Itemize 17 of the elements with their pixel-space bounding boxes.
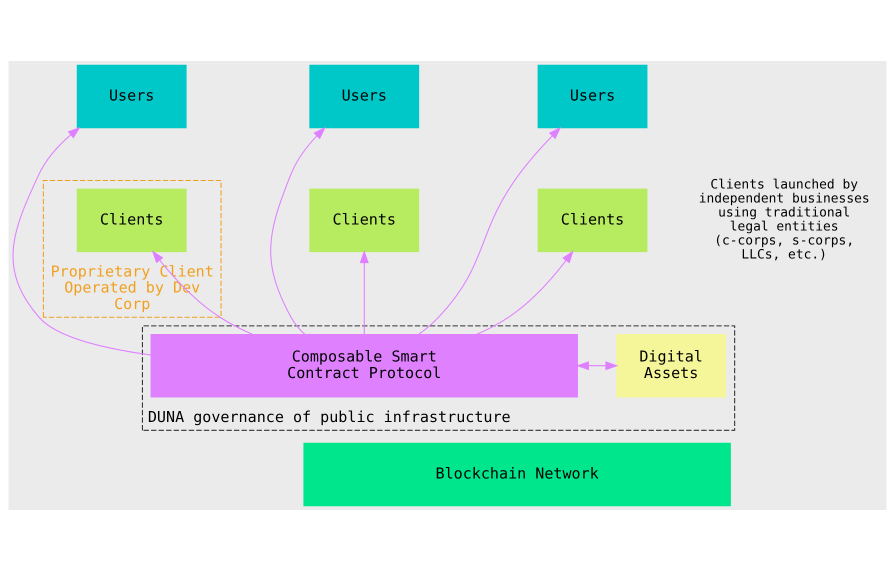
arrow xyxy=(576,360,618,370)
arrow xyxy=(12,126,151,355)
node-box: Blockchain Network xyxy=(303,442,731,506)
node-box: Clients xyxy=(309,188,420,252)
node-box: Composable Smart Contract Protocol xyxy=(150,333,578,397)
label: Clients launched by independent businesses using traditional legal entities (c-corps, s-corps, LLCs, etc.) xyxy=(698,177,870,262)
node-box: Clients xyxy=(76,188,187,252)
arrow xyxy=(152,250,253,334)
arrow xyxy=(270,126,326,334)
arrow xyxy=(360,250,369,334)
node-box: Users xyxy=(538,64,648,128)
arrow xyxy=(418,126,562,334)
node-box: Digital Assets xyxy=(616,333,726,397)
node-box: Users xyxy=(309,64,420,128)
node-box: Clients xyxy=(538,188,648,252)
node-box: Users xyxy=(76,64,187,128)
arrow xyxy=(476,250,574,334)
